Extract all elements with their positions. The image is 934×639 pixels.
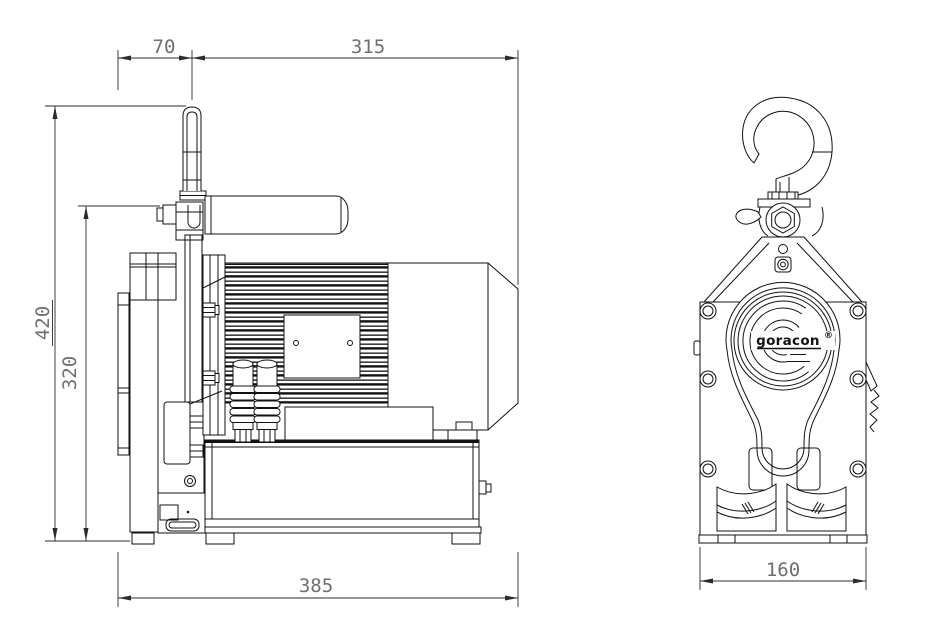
base-strip bbox=[698, 534, 868, 544]
hook bbox=[742, 96, 833, 197]
dimension-70: 70 bbox=[117, 36, 193, 100]
front-view: goracon ® bbox=[693, 96, 880, 590]
pump-block bbox=[163, 390, 223, 493]
neck bbox=[703, 236, 863, 303]
dim-label-70: 70 bbox=[153, 36, 176, 58]
dimension-160: 160 bbox=[699, 547, 867, 590]
hook-latch bbox=[735, 208, 762, 225]
hook-body bbox=[742, 96, 833, 197]
hook-mount bbox=[735, 191, 824, 238]
hanger-loop bbox=[182, 106, 202, 191]
cable-gland bbox=[229, 359, 257, 443]
registered-mark: ® bbox=[824, 331, 833, 341]
cable-gland bbox=[253, 359, 281, 443]
rope-guide-right bbox=[786, 483, 847, 532]
carry-handle bbox=[204, 195, 349, 235]
goracon-logo: goracon ® bbox=[742, 300, 835, 382]
motor-end-cap bbox=[387, 262, 519, 431]
flange-bolt bbox=[202, 302, 220, 318]
dimension-420: 420 bbox=[32, 105, 186, 542]
rope-slot-left bbox=[748, 447, 773, 491]
dim-label-320: 320 bbox=[59, 356, 81, 390]
dimension-315: 315 bbox=[192, 36, 519, 285]
logo-text: goracon bbox=[756, 333, 820, 349]
ratchet-bracket bbox=[157, 492, 206, 534]
base-box bbox=[204, 439, 480, 528]
rope-slot-right bbox=[796, 447, 821, 491]
carriage-plate-assembly bbox=[117, 252, 177, 545]
side-knob bbox=[693, 340, 701, 356]
drum-cover: goracon ® bbox=[725, 281, 841, 477]
junction-plate bbox=[283, 314, 361, 379]
rope-guide-left bbox=[716, 483, 777, 532]
flange-bolt bbox=[202, 370, 220, 386]
dim-label-385: 385 bbox=[299, 575, 333, 597]
hydraulic-unit bbox=[157, 390, 492, 545]
hex-bolt bbox=[771, 206, 795, 234]
release-lever bbox=[865, 361, 880, 433]
dimension-320: 320 bbox=[59, 205, 160, 541]
dim-label-420: 420 bbox=[32, 306, 54, 340]
dim-label-315: 315 bbox=[351, 36, 385, 58]
side-view: 70 315 420 320 bbox=[32, 36, 519, 607]
handle-assembly bbox=[156, 106, 349, 403]
dimension-385: 385 bbox=[117, 552, 519, 607]
dim-label-160: 160 bbox=[766, 559, 800, 581]
